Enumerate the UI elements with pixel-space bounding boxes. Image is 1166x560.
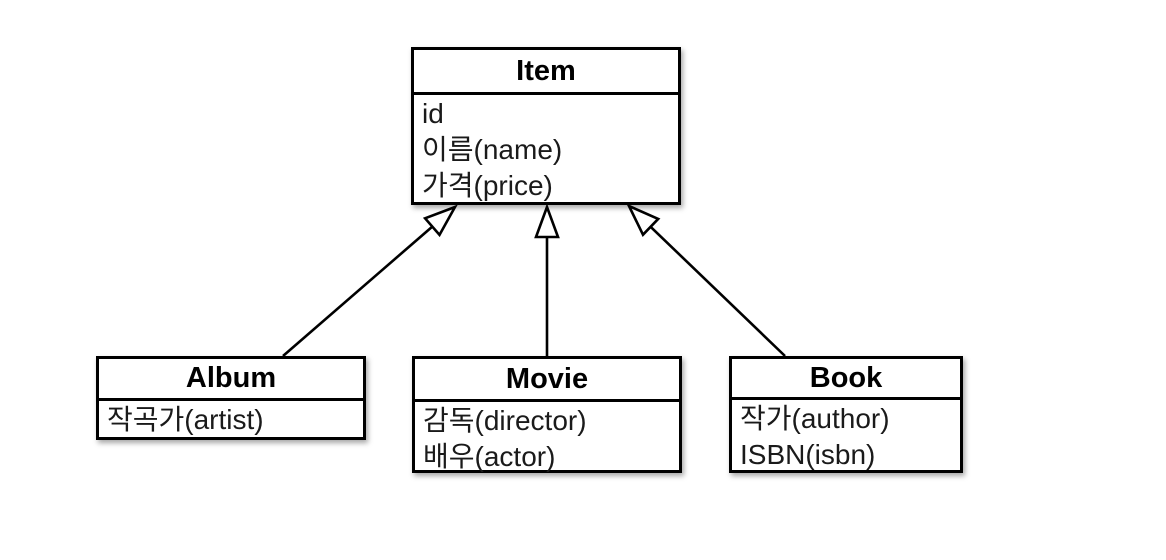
class-box-item: Item id 이름(name) 가격(price) bbox=[411, 47, 681, 205]
hollow-triangle-arrowhead bbox=[534, 203, 560, 239]
attribute-isbn: ISBN(isbn) bbox=[740, 439, 876, 470]
attribute-name: 이름(name) bbox=[422, 134, 563, 165]
class-attributes-album: 작곡가(artist) bbox=[99, 401, 363, 438]
class-name-movie: Movie bbox=[415, 359, 679, 402]
generalization-arrow-movie-to-item bbox=[534, 203, 560, 356]
class-box-album: Album 작곡가(artist) bbox=[96, 356, 366, 440]
attribute-artist: 작곡가(artist) bbox=[107, 404, 264, 435]
attribute-actor: 배우(actor) bbox=[423, 441, 556, 472]
class-box-movie: Movie 감독(director) 배우(actor) bbox=[412, 356, 682, 473]
class-attributes-movie: 감독(director) 배우(actor) bbox=[415, 402, 679, 475]
class-name-album: Album bbox=[99, 359, 363, 401]
attribute-id: id bbox=[422, 98, 444, 129]
hollow-triangle-arrowhead bbox=[626, 203, 661, 237]
class-name-book: Book bbox=[732, 359, 960, 400]
generalization-arrow-book-to-item bbox=[626, 203, 786, 357]
class-attributes-book: 작가(author) ISBN(isbn) bbox=[732, 400, 960, 473]
class-box-book: Book 작가(author) ISBN(isbn) bbox=[729, 356, 963, 473]
attribute-price: 가격(price) bbox=[422, 170, 553, 201]
attribute-director: 감독(director) bbox=[423, 405, 587, 436]
hollow-triangle-arrowhead bbox=[422, 204, 458, 238]
class-name-item: Item bbox=[414, 50, 678, 95]
attribute-author: 작가(author) bbox=[740, 403, 890, 434]
generalization-arrow-album-to-item bbox=[282, 204, 458, 357]
class-attributes-item: id 이름(name) 가격(price) bbox=[414, 95, 678, 204]
